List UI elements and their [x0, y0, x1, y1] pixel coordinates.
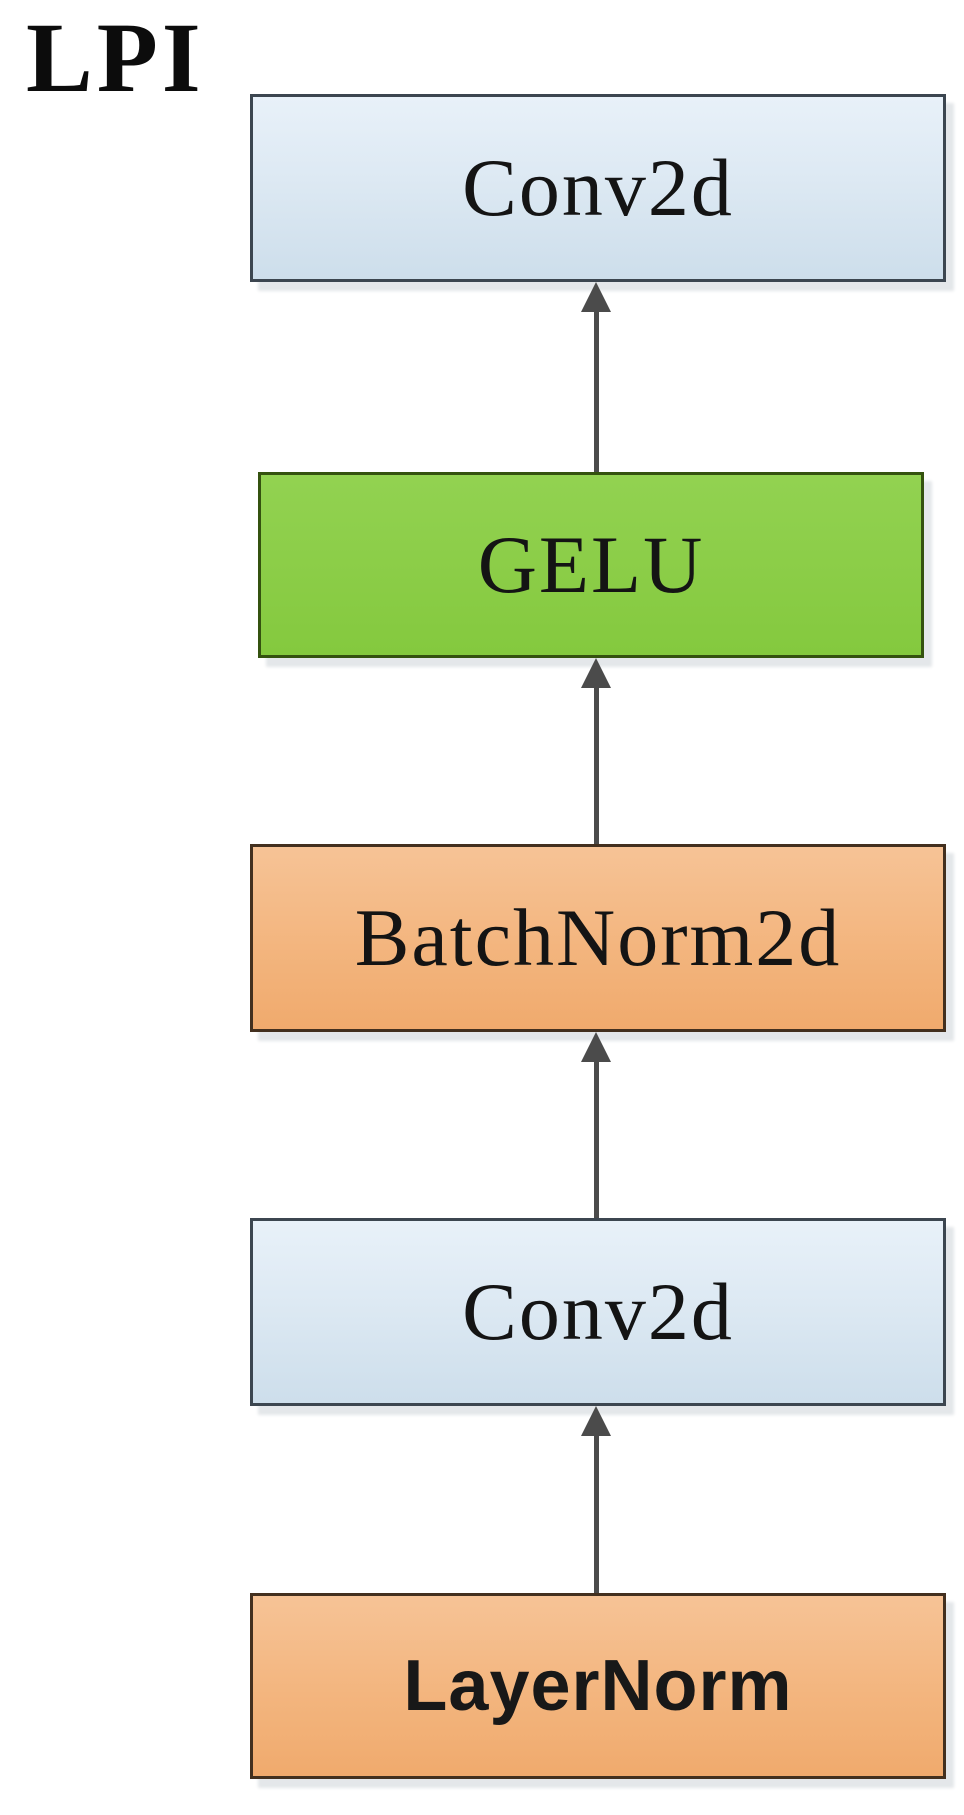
node-batchnorm2d: BatchNorm2d [250, 844, 946, 1032]
arrow-shaft [593, 688, 599, 844]
arrow-head-icon [581, 1032, 611, 1062]
arrow-layernorm-to-conv2d [568, 1406, 624, 1593]
node-conv2d-lower: Conv2d [250, 1218, 946, 1406]
arrow-head-icon [581, 658, 611, 688]
arrow-gelu-to-conv2d [568, 282, 624, 472]
node-label: BatchNorm2d [354, 892, 842, 983]
arrow-conv2d-to-batchnorm2d [568, 1032, 624, 1218]
node-label: GELU [477, 519, 705, 610]
arrow-shaft [593, 1062, 599, 1218]
arrow-shaft [593, 1436, 599, 1593]
node-label: Conv2d [462, 142, 734, 233]
arrow-shaft [593, 312, 599, 472]
arrow-head-icon [581, 282, 611, 312]
arrow-batchnorm2d-to-gelu [568, 658, 624, 844]
node-conv2d-top: Conv2d [250, 94, 946, 282]
node-layernorm: LayerNorm [250, 1593, 946, 1779]
node-gelu: GELU [258, 472, 924, 658]
node-label: LayerNorm [403, 1646, 793, 1726]
arrow-head-icon [581, 1406, 611, 1436]
diagram-title: LPI [26, 2, 205, 113]
node-label: Conv2d [462, 1266, 734, 1357]
